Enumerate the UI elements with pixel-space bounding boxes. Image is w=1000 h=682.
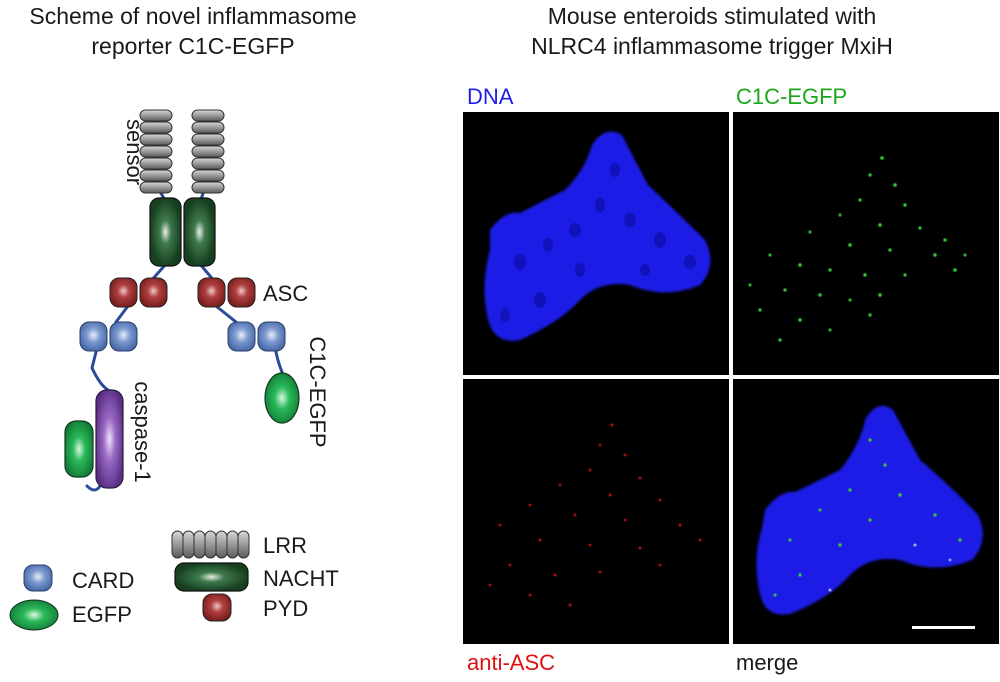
label-c1c-egfp: C1C-EGFP	[305, 336, 330, 447]
image-dna	[463, 112, 729, 375]
pyd-domain	[109, 277, 138, 308]
pyd-domain	[139, 277, 168, 308]
card-domain	[227, 321, 256, 352]
pyd-domain	[197, 277, 226, 308]
scheme-title-line2: reporter C1C-EGFP	[91, 33, 294, 59]
legend-nacht-swatch	[174, 562, 249, 592]
legend-lrr-label: LRR	[263, 533, 307, 558]
image-c1c-egfp	[733, 112, 999, 375]
label-asc: ASC	[263, 281, 308, 306]
image-merge	[733, 379, 999, 644]
microscopy-panel: Mouse enteroids stimulated with NLRC4 in…	[463, 3, 999, 675]
channel-label-anti-asc: anti-ASC	[467, 650, 555, 675]
legend-nacht-label: NACHT	[263, 566, 339, 591]
legend-lrr-swatch	[171, 530, 250, 559]
egfp-domain	[64, 420, 94, 478]
microscopy-title-line2: NLRC4 inflammasome trigger MxiH	[531, 33, 893, 59]
label-caspase-1: caspase-1	[130, 381, 155, 483]
scheme-title-line1: Scheme of novel inflammasome	[29, 3, 356, 29]
egfp-domain	[264, 372, 300, 424]
scheme-panel: Scheme of novel inflammasome reporter C1…	[9, 3, 357, 631]
channel-label-merge: merge	[736, 650, 798, 675]
card-domain	[109, 321, 138, 352]
card-domain	[257, 321, 286, 352]
legend: CARD EGFP LRR NACHT PYD	[9, 530, 339, 631]
legend-pyd-label: PYD	[263, 596, 308, 621]
label-sensor: sensor	[122, 119, 147, 185]
nacht-domain-left	[149, 197, 182, 267]
channel-label-dna: DNA	[467, 84, 514, 109]
card-domain	[79, 321, 108, 352]
legend-pyd-swatch	[202, 593, 232, 622]
channel-label-c1c-egfp: C1C-EGFP	[736, 84, 847, 109]
lrr-stack-right	[191, 109, 225, 194]
caspase-1-domain	[95, 389, 124, 489]
pyd-domain	[227, 277, 256, 308]
legend-card-label: CARD	[72, 568, 134, 593]
legend-card-swatch	[23, 564, 53, 592]
legend-egfp-swatch	[9, 599, 59, 631]
nacht-domain-right	[183, 197, 216, 267]
legend-egfp-label: EGFP	[72, 602, 132, 627]
lrr-stack-left	[139, 109, 173, 194]
scale-bar	[912, 626, 975, 629]
image-anti-asc	[463, 379, 729, 644]
microscopy-title-line1: Mouse enteroids stimulated with	[548, 3, 877, 29]
